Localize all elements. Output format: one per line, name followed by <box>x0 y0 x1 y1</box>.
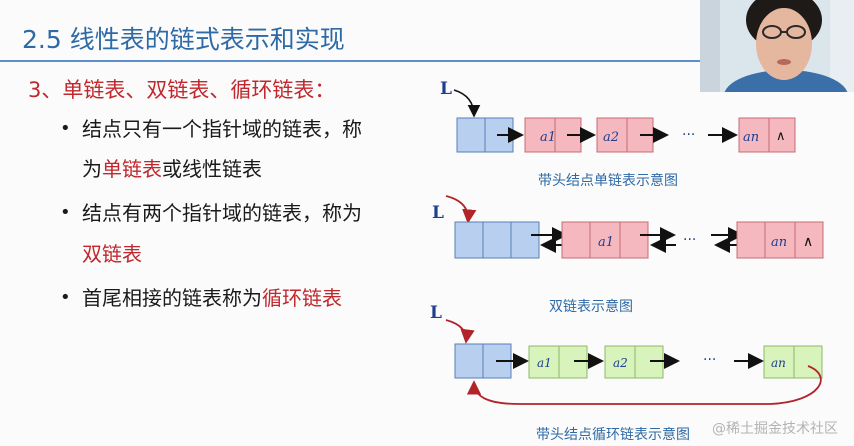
presenter-webcam <box>700 0 854 92</box>
bullet-doubly-linked-cont: 双链表 <box>82 237 142 271</box>
node-label: a2 <box>603 130 619 145</box>
caption-singly-linked: 带头结点单链表示意图 <box>538 173 678 189</box>
head-pointer-label: L <box>432 203 444 223</box>
node-label: a1 <box>540 130 556 145</box>
list-node <box>561 221 649 259</box>
list-node <box>738 117 796 153</box>
title-bar: 2.5 线性表的链式表示和实现 <box>0 0 700 62</box>
bullet-line: 首尾相接的链表称为循环链表 <box>82 281 342 315</box>
bullet-singly-linked-cont: 为单链表或线性链表 <box>82 152 262 186</box>
bullet-text: 首尾相接的链表称为 <box>82 286 262 310</box>
term-doubly-linked: 双链表 <box>82 242 142 266</box>
node-label: a1 <box>598 235 614 250</box>
node-label: an <box>771 356 786 370</box>
slide-title: 2.5 线性表的链式表示和实现 <box>22 25 345 54</box>
head-pointer-arrow <box>445 195 477 224</box>
list-node <box>763 345 823 379</box>
head-pointer-label: L <box>440 79 452 99</box>
bullet-text: 或线性链表 <box>162 157 262 181</box>
null-pointer-mark: ∧ <box>803 234 813 250</box>
bullet-dot: • <box>60 118 71 139</box>
head-pointer-arrow <box>453 89 481 118</box>
bullet-line: 结点有两个指针域的链表，称为 <box>82 201 362 225</box>
bullet-line: 结点只有一个指针域的链表，称 <box>82 117 362 141</box>
head-pointer-arrow <box>445 319 475 344</box>
circular-return-arrow <box>466 365 822 405</box>
doubly-linked-diagram: L a1 ··· an ∧ <box>432 195 824 259</box>
circular-linked-diagram: L a1 a2 ··· an <box>430 303 823 405</box>
singly-linked-diagram: L a1 a2 ··· an ∧ <box>440 79 796 153</box>
node-label: an <box>743 130 759 145</box>
term-singly-linked: 单链表 <box>102 157 162 181</box>
bullet-text: 为 <box>82 157 102 181</box>
caption-circular-linked: 带头结点循环链表示意图 <box>536 427 690 443</box>
null-pointer-mark: ∧ <box>776 129 786 144</box>
node-label: a1 <box>537 356 552 370</box>
ellipsis: ··· <box>682 127 695 143</box>
bullet-dot: • <box>60 202 71 223</box>
section-heading: 3、单链表、双链表、循环链表： <box>28 78 336 102</box>
list-node <box>736 221 824 259</box>
head-node <box>454 221 540 259</box>
watermark: @稀土掘金技术社区 <box>712 421 838 437</box>
ellipsis: ··· <box>683 232 696 248</box>
node-label: an <box>771 235 787 250</box>
term-circular-linked: 循环链表 <box>262 286 342 310</box>
head-pointer-label: L <box>430 303 442 323</box>
bullet-dot: • <box>60 287 71 308</box>
ellipsis: ··· <box>703 352 716 368</box>
caption-doubly-linked: 双链表示意图 <box>549 299 633 315</box>
node-label: a2 <box>613 356 628 370</box>
title-underline <box>0 60 700 62</box>
